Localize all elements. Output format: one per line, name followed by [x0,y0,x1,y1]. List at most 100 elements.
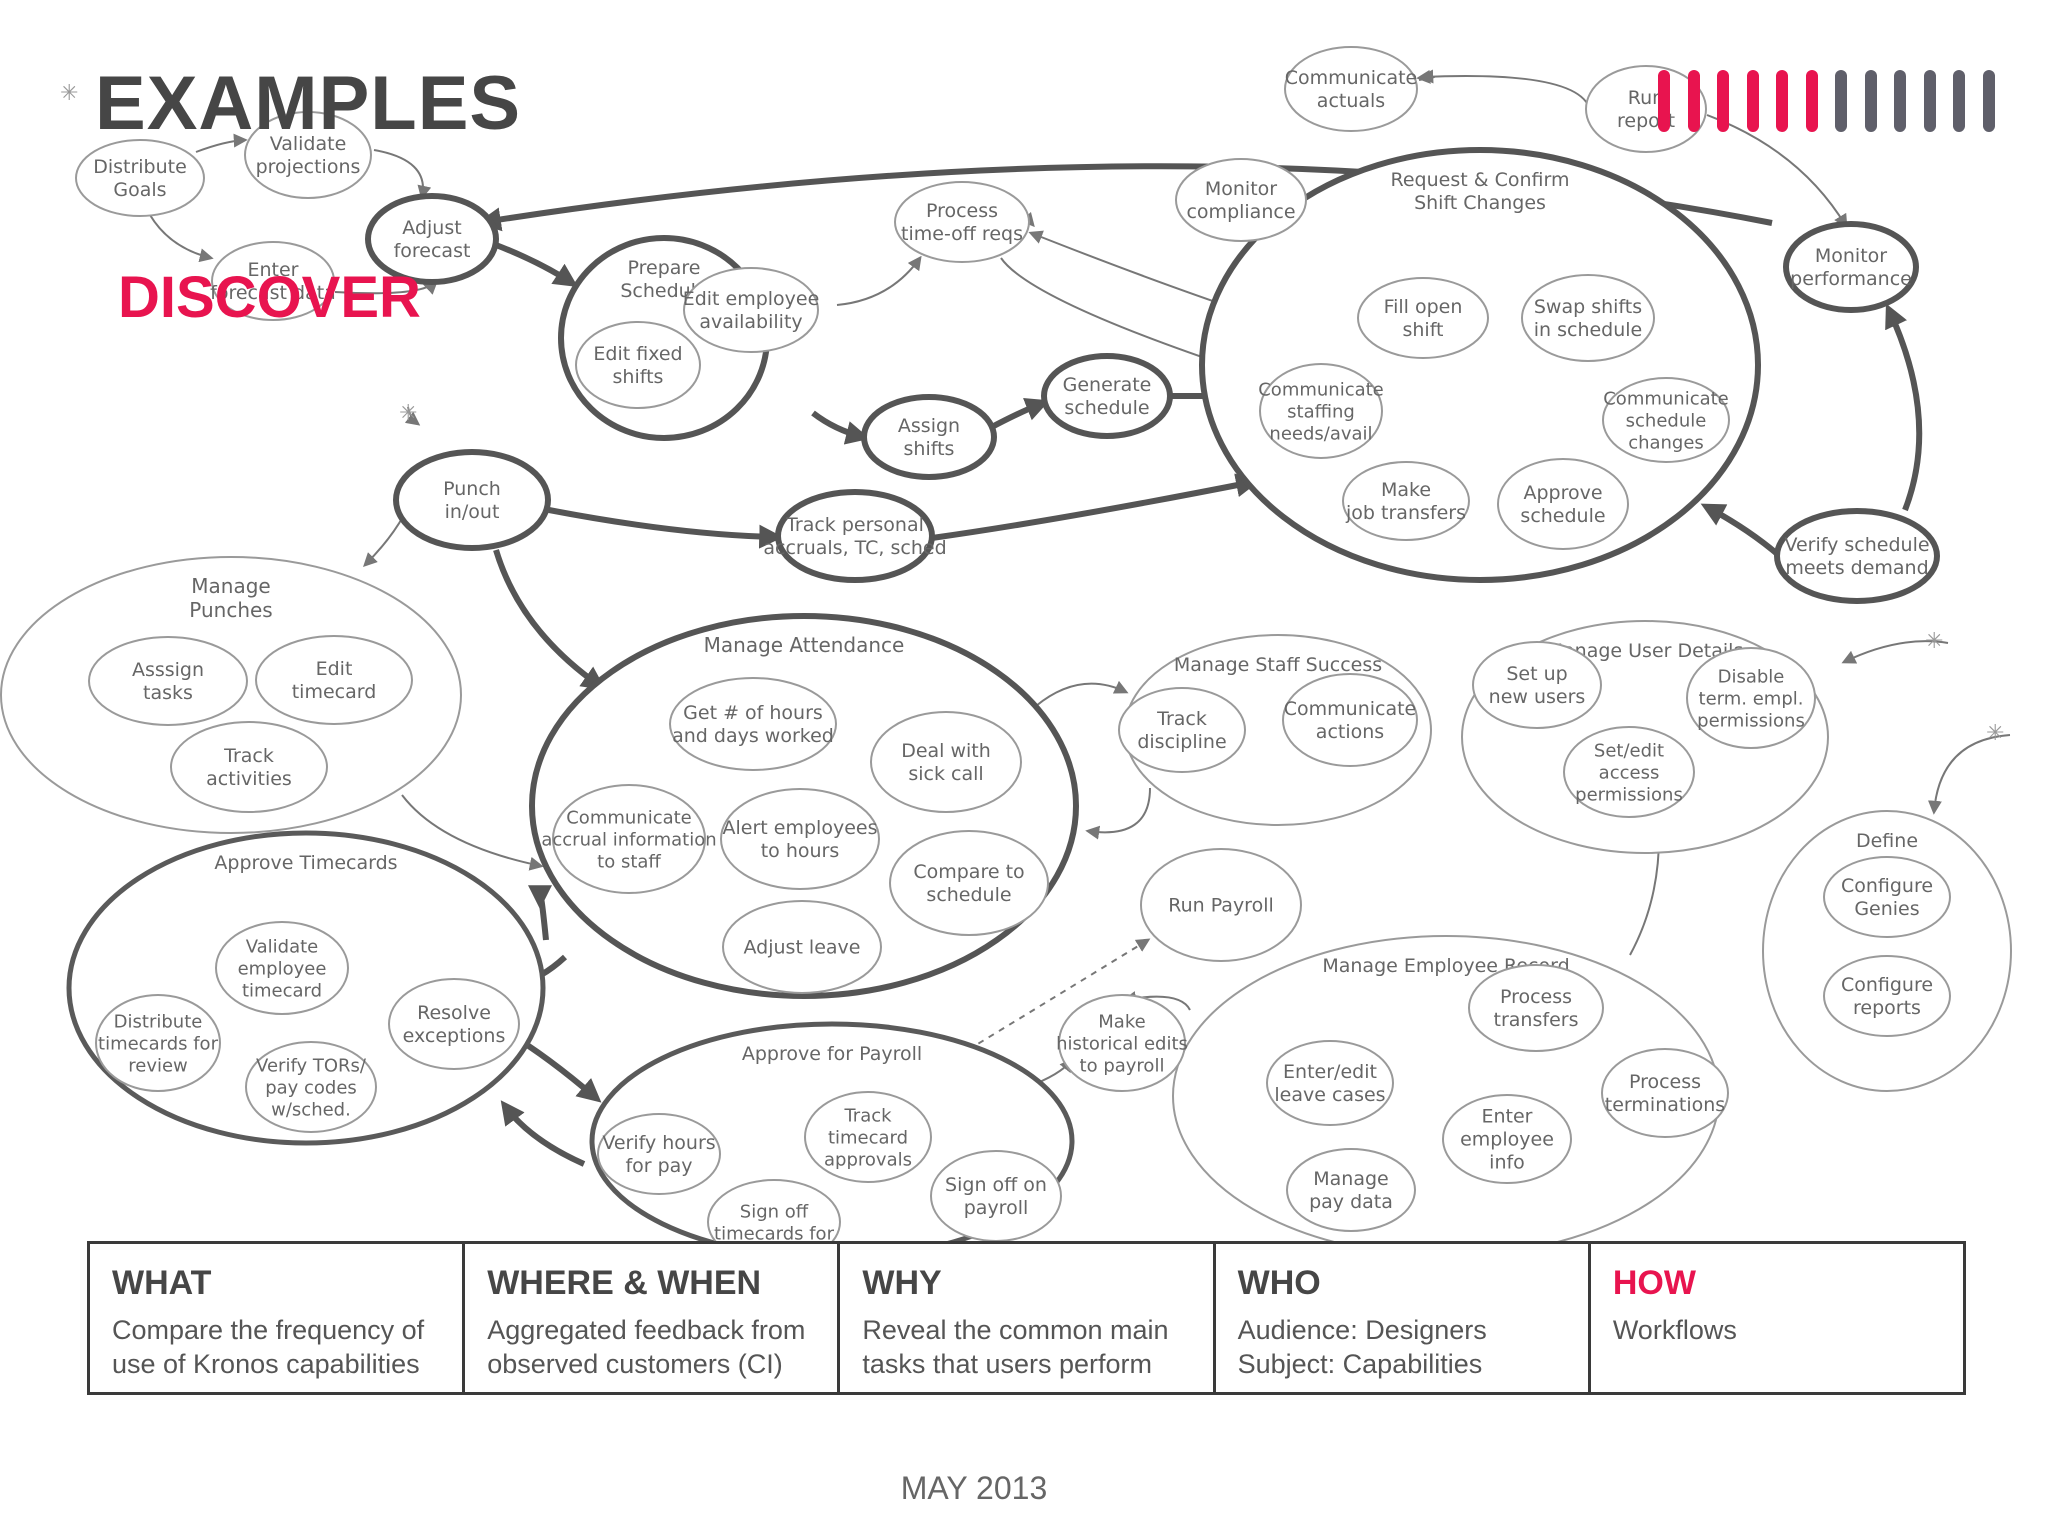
info-cell-who: WHO Audience: Designers Subject: Capabil… [1216,1244,1591,1392]
sign-off-timecards-label: Sign off [740,1201,809,1222]
communicate-accrual-info-label: to staff [597,851,661,872]
approve-for-payroll-label: Approve for Payroll [742,1043,922,1065]
communicate-accrual-info-label: accrual information [541,829,716,850]
make-historical-edits-label: to payroll [1080,1055,1165,1076]
track-activities-shape [170,721,328,813]
communicate-schedule-changes-label: Communicate [1603,388,1729,409]
enter-employee-info-label: Enter [1482,1106,1533,1128]
swap-shifts-label: in schedule [1534,319,1643,341]
flow-arrow [931,473,1261,541]
distribute-timecards-for-review-shape [95,994,221,1092]
flow-arrow [500,1100,586,1167]
generate-schedule-label: schedule [1064,397,1149,419]
distribute-timecards-for-review-label: Distribute [114,1011,203,1032]
flow-arrow [988,397,1050,431]
info-body-line: observed customers (CI) [487,1349,783,1379]
validate-employee-timecard-label: timecard [242,980,322,1001]
distribute-timecards-for-review-label: timecards for [98,1033,219,1054]
configure-genies-shape [1823,856,1951,938]
manage-pay-data-label: pay data [1309,1191,1393,1213]
configure-reports-shape [1823,955,1951,1037]
flow-arrow [373,149,432,200]
run-payroll-node: Run Payroll [1140,848,1302,962]
punch-in-out-label: in/out [445,501,500,523]
edit-timecard-label: Edit [316,658,353,680]
approve-schedule-shape [1497,458,1629,550]
sparkle-icon: ✳ [1986,720,2005,745]
info-body-line: use of Kronos capabilities [112,1349,420,1379]
flow-arrow [1000,257,1243,374]
compare-to-schedule-shape [889,830,1049,936]
communicate-staffing-shape [1259,363,1383,459]
flow-arrow [1035,680,1129,707]
resolve-exceptions-shape [388,978,520,1070]
alert-employees-to-hours-shape [720,788,880,890]
fill-open-shift-label: Fill open [1384,296,1463,318]
disable-term-empl-permissions-label: permissions [1697,710,1805,731]
process-terminations-shape [1601,1048,1729,1138]
process-time-off-reqs-label: time-off reqs [901,223,1023,245]
flow-arrow [1700,503,1784,561]
assign-shifts-label: Assign [898,415,960,437]
edit-fixed-shifts-label: Edit fixed [593,343,682,365]
flow-arrow [363,514,405,567]
progress-tick [1658,70,1670,132]
enter-forecast-data-label: forecast data [210,282,336,304]
assign-tasks-label: tasks [143,682,193,704]
resolve-exceptions-label: exceptions [403,1025,506,1047]
section-subtitle: DISCOVER [118,265,421,330]
validate-projections-label: projections [256,156,361,178]
info-body-line: Workflows [1612,1315,1737,1345]
distribute-goals-label: Distribute [93,156,187,178]
info-body-line: tasks that users perform [862,1349,1153,1379]
track-timecard-approvals-label: timecard [828,1127,908,1148]
make-historical-edits-label: historical edits [1056,1033,1188,1054]
edit-fixed-shifts-shape [575,321,701,409]
communicate-actuals-shape [1284,46,1418,132]
get-hours-days-label: Get # of hours [683,702,823,724]
communicate-actuals-label: Communicate [1285,67,1418,89]
flow-arrow [548,507,784,549]
progress-tick [1776,70,1788,132]
communicate-accrual-info-label: Communicate [566,807,692,828]
assign-tasks-shape [88,636,248,726]
flow-arrow [494,242,579,287]
validate-employee-timecard-label: Validate [246,936,319,957]
track-timecard-approvals-label: approvals [824,1149,912,1170]
deal-with-sick-call-shape [870,711,1022,813]
track-activities-label: activities [206,768,292,790]
assign-tasks-label: Asssign [132,659,204,681]
adjust-leave-node: Adjust leave [722,900,882,994]
verify-schedule-meets-demand-label: Verify schedule [1784,534,1929,556]
flow-arrow [1927,734,2011,815]
communicate-actuals-label: actuals [1317,90,1385,112]
define-node: Define [1762,810,2012,1092]
compare-to-schedule-label: schedule [926,884,1011,906]
edit-employee-availability-label: Edit employee [683,288,820,310]
flow-arrow [195,133,248,153]
disable-term-empl-permissions-label: term. empl. [1699,688,1804,709]
distribute-timecards-for-review-label: review [128,1055,188,1076]
verify-hours-for-pay-label: for pay [625,1155,692,1177]
manage-staff-success-label: Manage Staff Success [1174,654,1382,676]
adjust-forecast-shape [365,193,499,285]
flow-arrow [1885,303,1923,512]
